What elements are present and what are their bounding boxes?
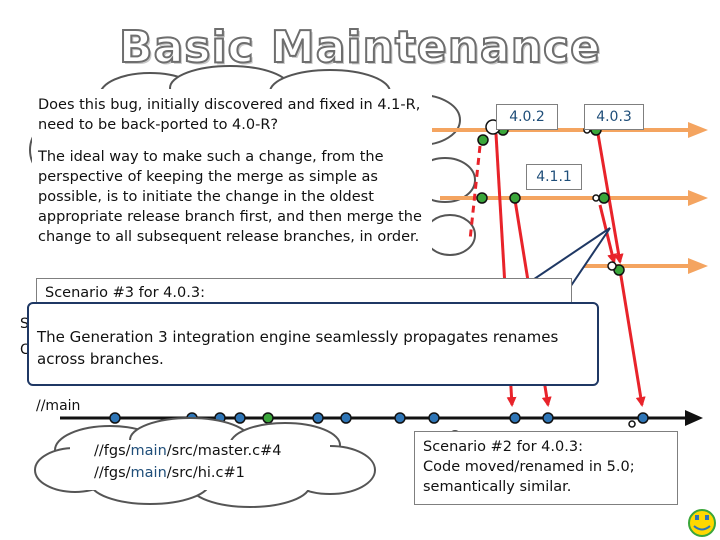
merge-explanation: The ideal way to make such a change, fro… [38,149,422,245]
backport-arrow [468,145,482,241]
release-branch-4-0 [430,122,708,138]
bug-question-callout: Does this bug, initially discovered and … [32,89,432,271]
main-line [60,410,703,426]
scenario-2-callout: Scenario #2 for 4.0.3: Code moved/rename… [414,431,678,505]
release-label-4-0-3: 4.0.3 [584,104,644,130]
release-label-4-1-1: 4.1.1 [526,164,582,190]
release-label-4-0-2: 4.0.2 [496,104,558,130]
generation3-note: The Generation 3 integration engine seam… [27,302,599,386]
scenario-2-line-3: semantically similar. [423,479,572,495]
smiley-icon [688,509,716,537]
scenario-2-line-1: Scenario #2 for 4.0.3: [423,439,583,455]
bug-question: Does this bug, initially discovered and … [38,97,421,133]
merge-arrow-4 [618,269,646,407]
main-branch-label: //main [36,398,81,414]
file-paths: //fgs/main/src/master.c#4 //fgs/main/src… [94,440,281,484]
partial-left-top: S [20,316,29,332]
thought-cloud-bottom [34,417,376,508]
page-title: Basic Maintenance [118,21,601,74]
path-hi-c: //fgs/main/src/hi.c#1 [94,465,245,481]
path-master-c: //fgs/main/src/master.c#4 [94,443,282,459]
partial-left-bottom: C [20,342,30,358]
scenario-2-line-2: Code moved/renamed in 5.0; [423,459,635,475]
